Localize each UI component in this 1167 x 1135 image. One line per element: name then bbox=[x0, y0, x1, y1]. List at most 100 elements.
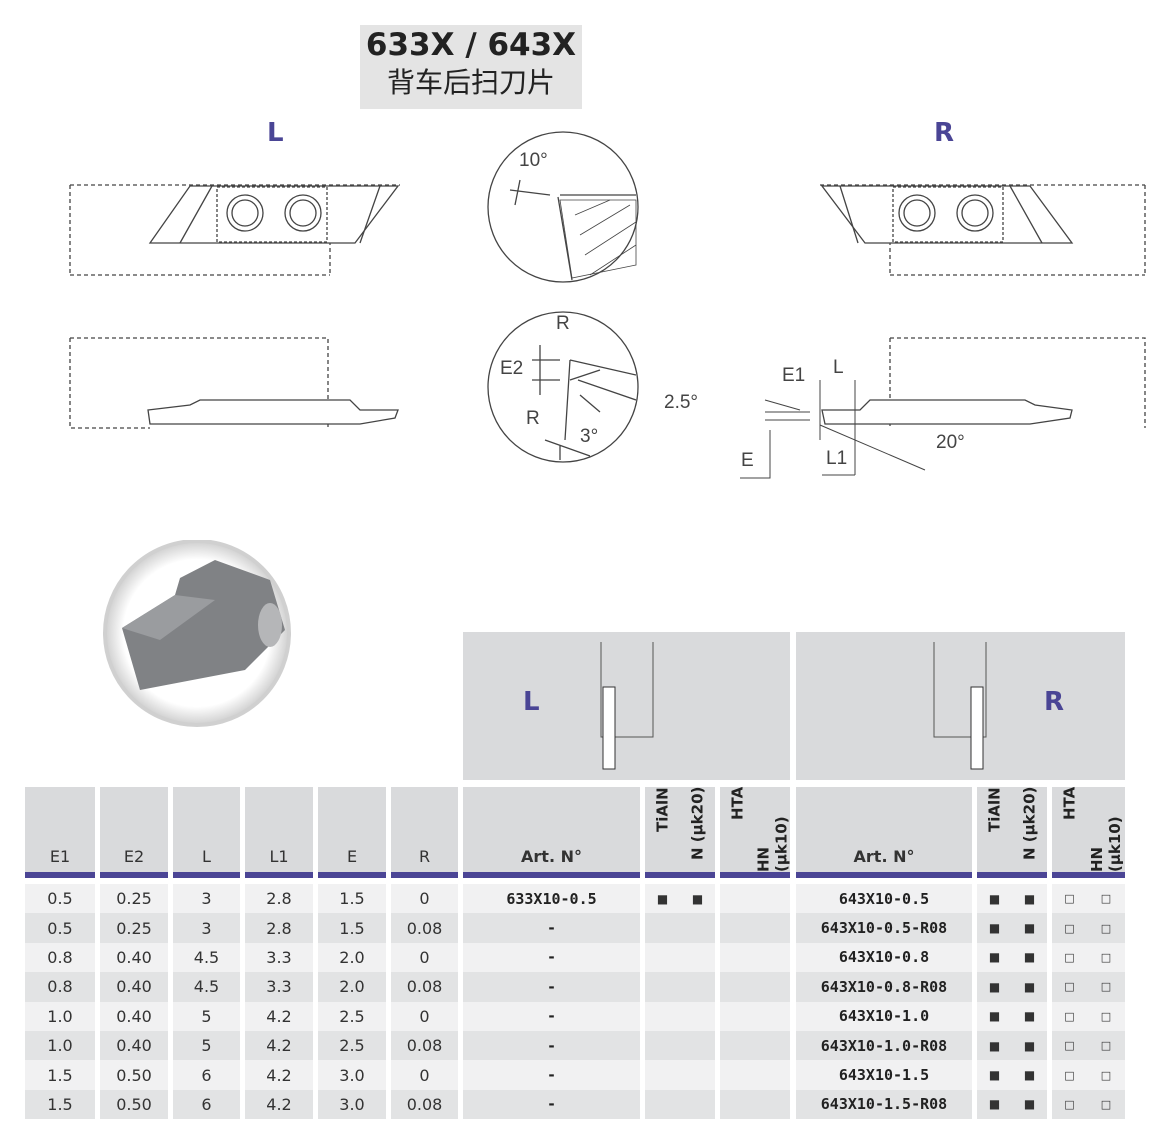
left-grade-availability bbox=[755, 1089, 790, 1120]
cell-l-text: 5 bbox=[201, 1036, 212, 1056]
right-grade-availability: ■ bbox=[1012, 972, 1047, 1002]
column-header-e2: E2 bbox=[100, 787, 168, 872]
right-grade-availability-text: ■ bbox=[988, 950, 1001, 965]
right-grade-header: TiAlN bbox=[977, 787, 1012, 876]
right-grade-availability: ■ bbox=[1012, 1001, 1047, 1031]
right-grade-availability-text: ■ bbox=[1023, 1009, 1036, 1024]
cell-r-text: 0 bbox=[419, 1006, 430, 1026]
right-hand-tool-icon bbox=[933, 642, 987, 770]
left-grade-availability bbox=[680, 1031, 715, 1061]
right-grade-availability-text: ■ bbox=[1023, 1097, 1036, 1112]
right-grade-availability: □ bbox=[1087, 1089, 1125, 1120]
right-grade-availability: ■ bbox=[977, 1031, 1012, 1061]
right-grade-availability: ■ bbox=[977, 1089, 1012, 1120]
right-grade-availability: □ bbox=[1087, 942, 1125, 973]
cell-e: 3.0 bbox=[318, 1089, 386, 1120]
left-grade-availability bbox=[645, 1031, 680, 1061]
cell-l: 3 bbox=[173, 884, 240, 914]
cell-l-text: 3 bbox=[201, 889, 212, 909]
right-grade-availability-text: □ bbox=[1100, 1068, 1112, 1082]
right-grade-availability-text: □ bbox=[1100, 892, 1112, 906]
cell-l: 4.5 bbox=[173, 972, 240, 1002]
cell-e1: 1.0 bbox=[25, 1031, 95, 1061]
left-grade-availability bbox=[645, 1001, 680, 1031]
cell-r: 0 bbox=[391, 884, 458, 914]
header-accent-bar bbox=[720, 872, 790, 878]
right-grade-availability: □ bbox=[1087, 1031, 1125, 1061]
right-grade-availability: ■ bbox=[1012, 1060, 1047, 1090]
cell-e2-text: 0.25 bbox=[116, 918, 152, 938]
right-grade-availability-text: ■ bbox=[988, 921, 1001, 936]
header-accent-bar bbox=[318, 872, 386, 878]
cell-e-text: 2.5 bbox=[339, 1036, 365, 1056]
left-grade-availability bbox=[645, 1060, 680, 1090]
cell-l1-text: 3.3 bbox=[266, 977, 292, 997]
cell-e-text: 1.5 bbox=[339, 889, 365, 909]
left-grade-availability bbox=[680, 1001, 715, 1031]
left-grade-availability bbox=[720, 1031, 755, 1061]
right-article-number-text: 643X10-1.5 bbox=[838, 1066, 930, 1085]
right-grade-availability: ■ bbox=[1012, 1089, 1047, 1120]
right-grade-availability: □ bbox=[1052, 972, 1087, 1002]
cell-e2-text: 0.50 bbox=[116, 1065, 152, 1085]
right-grade-availability-text: □ bbox=[1064, 980, 1075, 994]
right-article-number: 643X10-1.0 bbox=[796, 1001, 972, 1031]
left-grade-availability bbox=[680, 1089, 715, 1120]
left-article-number-text: - bbox=[546, 1007, 557, 1026]
right-insert-top-view bbox=[820, 184, 1146, 276]
clearance-angle-detail bbox=[487, 131, 639, 283]
left-grade-availability bbox=[755, 972, 790, 1002]
right-grade-header: N (µk20) bbox=[1012, 787, 1047, 876]
right-grade-availability: □ bbox=[1052, 913, 1087, 943]
left-insert-side-view bbox=[69, 337, 399, 429]
right-grade-header-text: HN (µk10) bbox=[1088, 816, 1124, 872]
right-article-number: 643X10-0.8 bbox=[796, 942, 972, 973]
cell-e2: 0.40 bbox=[100, 942, 168, 973]
cell-l-text: 6 bbox=[201, 1065, 212, 1085]
cell-l1: 2.8 bbox=[245, 884, 313, 914]
right-grade-availability-text: □ bbox=[1064, 1068, 1075, 1082]
right-grade-availability-text: □ bbox=[1064, 950, 1075, 964]
angle-20-label: 20° bbox=[936, 432, 965, 453]
cell-l: 6 bbox=[173, 1089, 240, 1120]
cell-e2-text: 0.40 bbox=[116, 1006, 152, 1026]
right-grade-header-text: HTA bbox=[1060, 787, 1079, 821]
l-dimension-label: L bbox=[833, 357, 844, 378]
grade-header-group bbox=[720, 787, 790, 872]
right-grade-availability-text: □ bbox=[1064, 1097, 1075, 1111]
right-article-number-text: 643X10-0.5-R08 bbox=[820, 919, 948, 938]
right-grade-availability-text: □ bbox=[1064, 921, 1075, 935]
cell-e-text: 2.0 bbox=[339, 977, 365, 997]
left-article-number: - bbox=[463, 1031, 640, 1061]
column-header-l1-text: L1 bbox=[269, 847, 289, 866]
cell-l1-text: 4.2 bbox=[266, 1094, 292, 1114]
left-grade-availability: ■ bbox=[680, 884, 715, 914]
right-grade-availability: ■ bbox=[977, 972, 1012, 1002]
cell-l1-text: 2.8 bbox=[266, 918, 292, 938]
header-accent-bar bbox=[463, 872, 640, 878]
right-article-number: 643X10-0.8-R08 bbox=[796, 972, 972, 1002]
cell-r: 0 bbox=[391, 1001, 458, 1031]
left-grade-availability bbox=[680, 1060, 715, 1090]
right-grade-availability: ■ bbox=[1012, 1031, 1047, 1061]
right-grade-availability-text: ■ bbox=[1023, 979, 1036, 994]
right-article-number-text: 643X10-0.8-R08 bbox=[820, 977, 948, 996]
grade-header-group bbox=[1052, 787, 1125, 872]
left-hand-tool-icon bbox=[600, 642, 654, 770]
right-article-number: 643X10-1.0-R08 bbox=[796, 1031, 972, 1061]
cell-l: 5 bbox=[173, 1031, 240, 1061]
header-accent-bar bbox=[645, 872, 715, 878]
cell-r-text: 0.08 bbox=[406, 1036, 443, 1056]
left-article-number-text: - bbox=[546, 1066, 557, 1085]
cell-e2: 0.25 bbox=[100, 884, 168, 914]
cell-r: 0.08 bbox=[391, 972, 458, 1002]
left-article-number: 633X10-0.5 bbox=[463, 884, 640, 914]
right-grade-availability-text: ■ bbox=[988, 891, 1001, 906]
left-grade-availability bbox=[680, 972, 715, 1002]
product-code-title: 633X / 643X bbox=[365, 27, 577, 63]
right-grade-availability-text: □ bbox=[1100, 1039, 1112, 1053]
edge-radius-detail bbox=[487, 311, 639, 463]
left-grade-availability bbox=[720, 1060, 755, 1090]
clearance-angle-label: 10° bbox=[519, 150, 548, 171]
left-grade-availability bbox=[720, 942, 755, 973]
